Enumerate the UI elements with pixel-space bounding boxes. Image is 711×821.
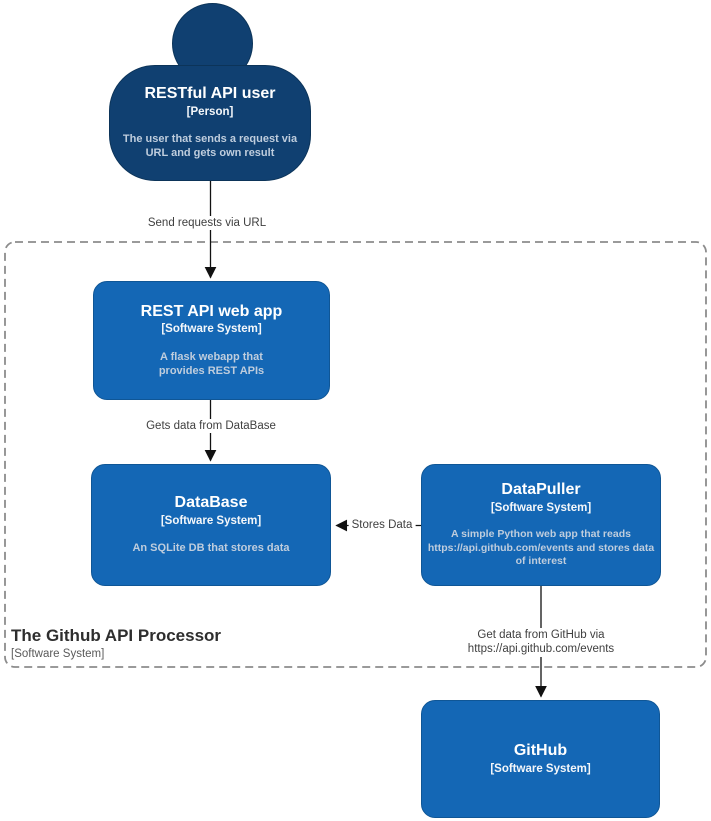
edge-label-get-github: Get data from GitHub via https://api.git… — [456, 628, 626, 657]
system-node-rest-api-web-app[interactable]: REST API web app [Software System] A fla… — [93, 281, 330, 400]
element-meta: [Person] — [186, 105, 234, 118]
element-name: GitHub — [513, 742, 568, 760]
person-body: RESTful API user [Person] The user that … — [109, 65, 311, 181]
element-description: The user that sends a request via URL an… — [122, 133, 298, 160]
boundary-label: The Github API Processor [Software Syste… — [11, 626, 221, 662]
element-description: A simple Python web app that reads https… — [427, 527, 655, 568]
element-meta: [Software System] — [161, 323, 262, 336]
element-description: A flask webapp that provides REST APIs — [158, 350, 265, 377]
element-name: DataPuller — [501, 481, 581, 499]
element-meta: [Software System] — [490, 762, 591, 775]
boundary-box-github-api-processor — [4, 241, 707, 668]
system-node-github[interactable]: GitHub [Software System] — [421, 700, 660, 818]
system-node-database[interactable]: DataBase [Software System] An SQLite DB … — [91, 464, 331, 586]
boundary-title: The Github API Processor — [11, 626, 222, 645]
edge-label-stores-data: Stores Data — [348, 518, 416, 533]
element-meta: [Software System] — [160, 514, 262, 527]
element-meta: [Software System] — [490, 501, 592, 514]
element-name: DataBase — [174, 494, 248, 512]
element-name: RESTful API user — [144, 85, 276, 103]
boundary-meta: [Software System] — [11, 648, 105, 661]
person-node-restful-api-user[interactable]: RESTful API user [Person] The user that … — [109, 3, 311, 181]
element-name: REST API web app — [140, 302, 283, 320]
edge-label-gets-data: Gets data from DataBase — [143, 419, 279, 434]
system-node-datapuller[interactable]: DataPuller [Software System] A simple Py… — [421, 464, 661, 586]
element-description: An SQLite DB that stores data — [132, 542, 290, 555]
edge-label-send-requests: Send requests via URL — [144, 216, 270, 231]
